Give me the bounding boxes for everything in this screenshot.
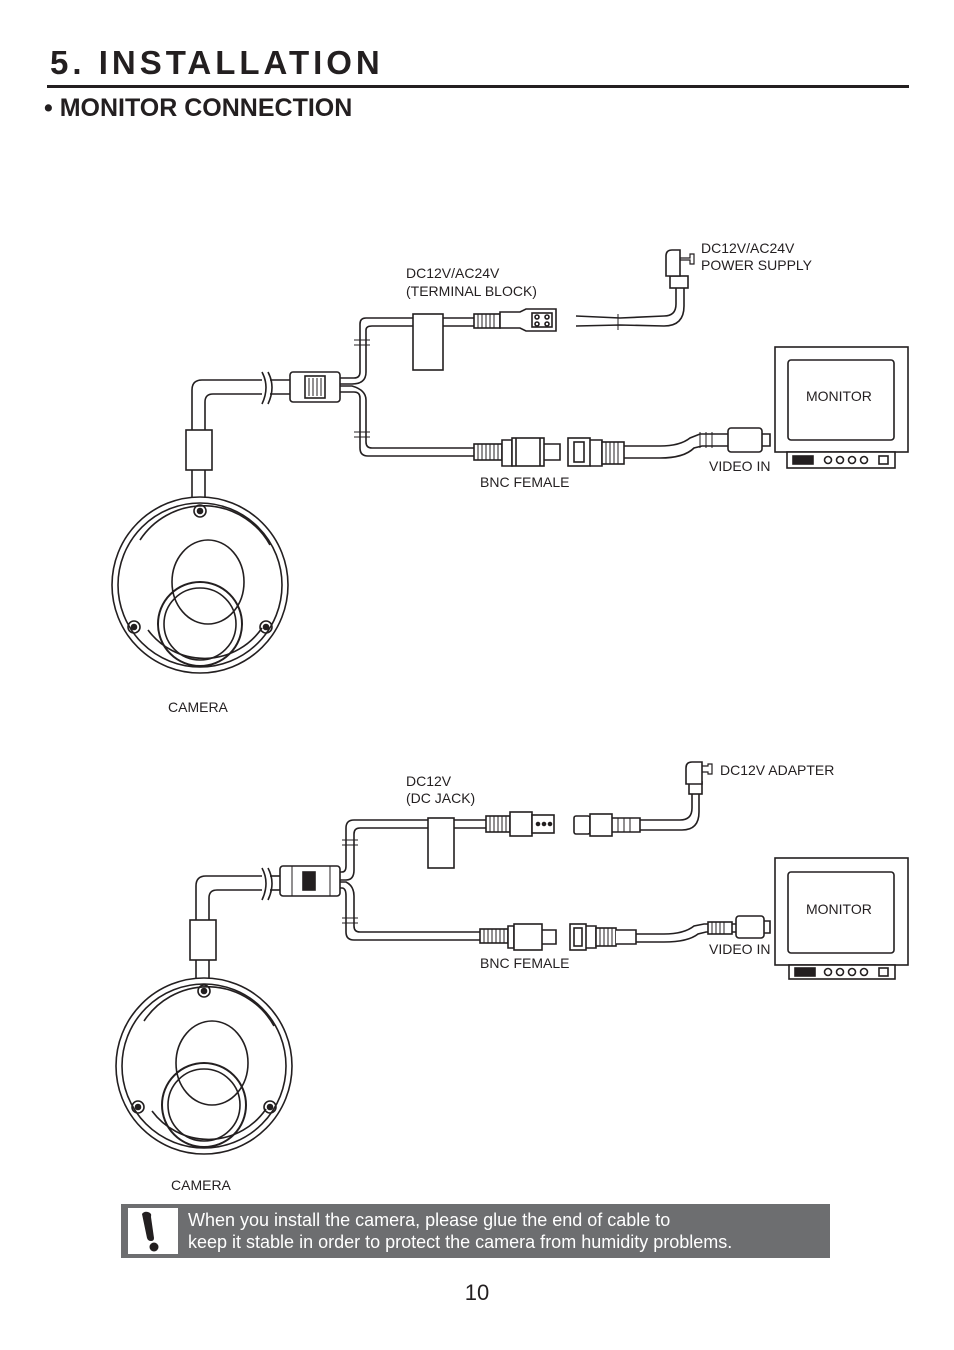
warning-line-1: When you install the camera, please glue…: [188, 1210, 671, 1230]
dc-jack-label-2: (DC JACK): [406, 790, 475, 806]
terminal-block-label-2: (TERMINAL BLOCK): [406, 283, 537, 299]
terminal-block-label-1: DC12V/AC24V: [406, 265, 500, 281]
dc-jack-label-1: DC12V: [406, 773, 452, 789]
exclamation-icon: [128, 1208, 178, 1254]
warning-text: When you install the camera, please glue…: [188, 1209, 732, 1253]
power-supply-label-1: DC12V/AC24V: [701, 240, 795, 256]
video-in-label: VIDEO IN: [709, 941, 770, 957]
warning-box: When you install the camera, please glue…: [121, 1204, 830, 1258]
subsection-title: • MONITOR CONNECTION: [44, 94, 353, 122]
monitor-bottom: [774, 857, 909, 980]
monitor-label: MONITOR: [806, 388, 872, 404]
power-supply-label-2: POWER SUPPLY: [701, 257, 813, 273]
camera-dome-bottom: [115, 977, 293, 1155]
title-rule: [47, 85, 909, 88]
section-title: 5. INSTALLATION: [50, 44, 384, 81]
top-diagram: DC12V/AC24V (TERMINAL BLOCK) DC12V/AC24V…: [111, 240, 909, 715]
bottom-diagram: DC12V (DC JACK) DC12V ADAPTER MONITOR VI…: [115, 761, 909, 1193]
monitor-label: MONITOR: [806, 901, 872, 917]
dc-adapter-label: DC12V ADAPTER: [720, 762, 834, 778]
camera-label: CAMERA: [171, 1177, 232, 1193]
page-number: 10: [464, 1280, 490, 1305]
camera-label: CAMERA: [168, 699, 229, 715]
video-in-label: VIDEO IN: [709, 458, 770, 474]
camera-dome-top: [111, 496, 289, 674]
bnc-female-label: BNC FEMALE: [480, 955, 569, 971]
monitor-top: [774, 346, 909, 469]
bnc-female-label: BNC FEMALE: [480, 474, 569, 490]
warning-line-2: keep it stable in order to protect the c…: [188, 1232, 733, 1252]
